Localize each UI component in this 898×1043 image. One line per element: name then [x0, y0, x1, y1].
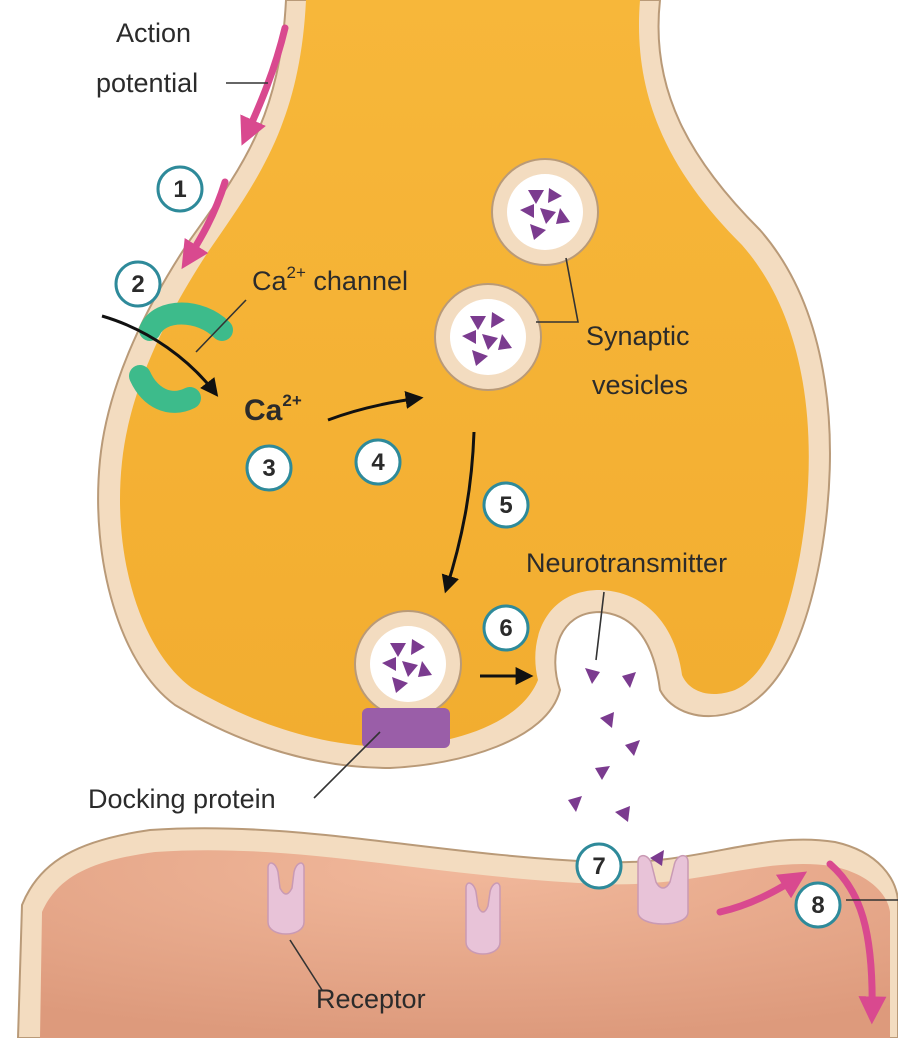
synaptic-vesicle-top — [492, 159, 598, 265]
action-potential-label-line2: potential — [96, 68, 198, 98]
postsynaptic-cytoplasm — [40, 850, 890, 1038]
svg-text:5: 5 — [499, 492, 512, 519]
released-neurotransmitter — [568, 668, 664, 866]
step-badge-1: 1 — [158, 167, 202, 211]
synaptic-vesicle-docked — [355, 611, 461, 717]
ca-channel-label: Ca2+ channel — [252, 263, 408, 296]
synaptic-vesicle-middle — [435, 284, 541, 390]
action-potential-label-line1: Action — [116, 18, 191, 48]
step-badge-7: 7 — [577, 844, 621, 888]
step-badge-2: 2 — [116, 262, 160, 306]
svg-text:4: 4 — [371, 449, 385, 476]
svg-text:6: 6 — [499, 615, 512, 642]
svg-text:8: 8 — [811, 892, 824, 919]
svg-text:1: 1 — [173, 176, 186, 203]
step-badge-6: 6 — [484, 606, 528, 650]
step-badge-3: 3 — [247, 446, 291, 490]
synaptic-vesicles-label-line2: vesicles — [592, 370, 688, 400]
step-badge-5: 5 — [484, 483, 528, 527]
step-badge-4: 4 — [356, 440, 400, 484]
docking-protein — [362, 708, 450, 748]
step-badge-8: 8 — [796, 883, 840, 927]
docking-protein-label: Docking protein — [88, 784, 276, 814]
svg-text:3: 3 — [262, 455, 275, 482]
svg-text:2: 2 — [131, 271, 144, 298]
synaptic-vesicles-label-line1: Synaptic — [586, 321, 690, 351]
svg-text:7: 7 — [592, 853, 605, 880]
receptor-label: Receptor — [316, 984, 426, 1014]
postsynaptic-cell — [18, 828, 898, 1038]
neurotransmitter-label: Neurotransmitter — [526, 548, 727, 578]
